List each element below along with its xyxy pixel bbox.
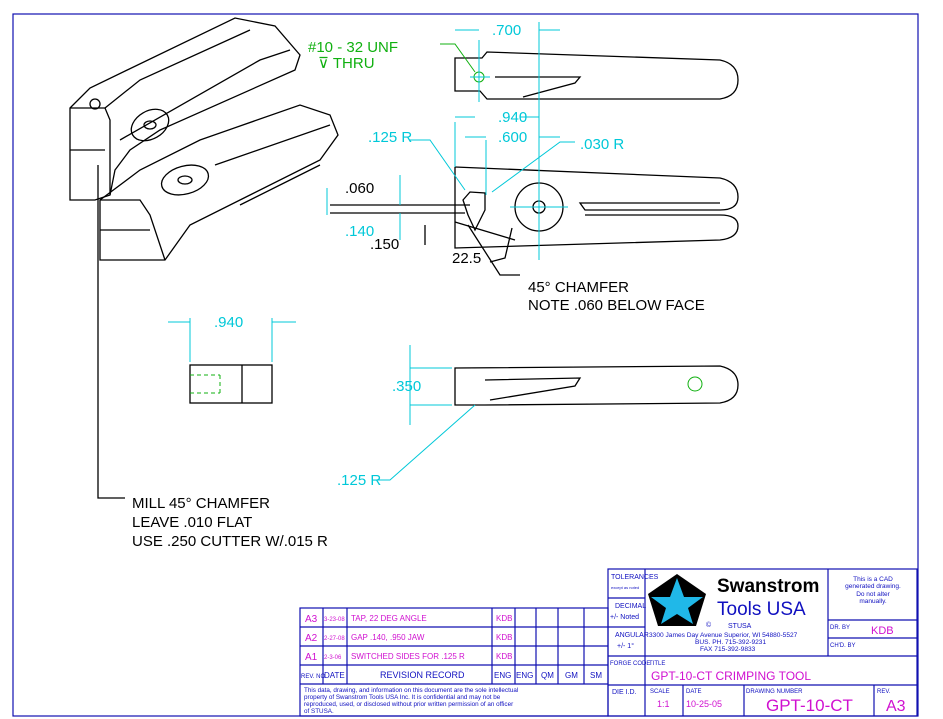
- drawing-title: GPT-10-CT CRIMPING TOOL: [651, 669, 811, 683]
- notice-line: This data, drawing, and information on t…: [304, 687, 518, 694]
- header-eng1: ENG: [494, 671, 511, 680]
- radius-125-top: .125 R: [368, 129, 412, 146]
- radius-030: .030 R: [580, 136, 624, 153]
- dim-060: .060: [345, 180, 374, 197]
- copyright-symbol: ©: [706, 621, 712, 629]
- drawing-number: GPT-10-CT: [766, 696, 853, 715]
- rev-record: TAP, 22 DEG ANGLE: [351, 614, 427, 623]
- title-block: TOLERANCES except as noted DECIMAL +/- N…: [607, 568, 918, 717]
- dim-140: .140: [345, 223, 374, 240]
- angle-22-5: 22.5: [452, 250, 481, 267]
- company-abbrev: STUSA: [728, 623, 752, 630]
- header-qm: QM: [541, 671, 554, 680]
- forge-code-label: FORGE CODE: [610, 661, 650, 667]
- top-view: #10 - 32 UNF ⊽ THRU .700: [308, 22, 739, 102]
- thru-callout: ⊽ THRU: [318, 55, 375, 72]
- cad-note-line: manually.: [859, 598, 887, 605]
- header-rev: REV. NO: [301, 674, 325, 680]
- rev-label: REV.: [877, 689, 891, 695]
- rev-eng: KDB: [496, 633, 512, 642]
- cad-note-line: Do not alter: [856, 591, 890, 598]
- rev-value: A3: [886, 698, 906, 715]
- cad-note: This is a CAD generated drawing. Do not …: [845, 576, 901, 605]
- chamfer-note-2: NOTE .060 BELOW FACE: [528, 297, 705, 314]
- notice-line: reproduced, used, or disclosed without p…: [304, 701, 513, 708]
- mill-note-2: LEAVE .010 FLAT: [132, 514, 252, 531]
- revision-row: A1 2-3-06 SWITCHED SIDES FOR .125 R KDB: [305, 652, 512, 663]
- decimal-label: DECIMAL: [615, 603, 646, 610]
- company-name-1: Swanstrom: [717, 576, 819, 597]
- angular-value: +/- 1°: [617, 642, 634, 650]
- rev-eng: KDB: [496, 652, 512, 661]
- checked-by-label: CH'D. BY: [830, 643, 855, 649]
- date-label: DATE: [686, 689, 702, 695]
- revision-header: REV. NO DATE REVISION RECORD ENG ENG QM …: [301, 670, 602, 680]
- drawn-by-label: DR. BY: [830, 625, 850, 631]
- scale-value: 1:1: [657, 699, 670, 709]
- rev-no: A2: [305, 633, 318, 644]
- dim-940-top: .940: [498, 109, 527, 126]
- mill-note-1: MILL 45° CHAMFER: [132, 495, 270, 512]
- dim-600: .600: [498, 129, 527, 146]
- radius-125-bottom: .125 R: [337, 472, 381, 489]
- rev-eng: KDB: [496, 614, 512, 623]
- drawing-number-label: DRAWING NUMBER: [746, 689, 803, 695]
- company-logo: [648, 574, 706, 626]
- angular-label: ANGULAR: [615, 632, 649, 639]
- tolerances-label: TOLERANCES: [611, 574, 659, 581]
- rev-record: SWITCHED SIDES FOR .125 R: [351, 652, 465, 661]
- rev-record: GAP .140, .950 JAW: [351, 633, 425, 642]
- rev-no: A3: [305, 614, 318, 625]
- rev-date: 3-23-08: [324, 617, 345, 623]
- revision-table: A3 3-23-08 TAP, 22 DEG ANGLE KDB A2 2-27…: [299, 607, 609, 717]
- notice-line: of STUSA.: [304, 708, 334, 715]
- dim-350: .350: [392, 378, 421, 395]
- die-id-label: DIE I.D.: [612, 689, 637, 696]
- tolerances-sub: except as noted: [611, 585, 639, 590]
- tap-callout: #10 - 32 UNF: [308, 39, 398, 56]
- cad-note-line: generated drawing.: [845, 583, 901, 590]
- rev-date: 2-27-08: [324, 636, 345, 642]
- header-date: DATE: [324, 671, 345, 680]
- dim-700: .700: [492, 22, 521, 39]
- dim-940-end: .940: [214, 314, 243, 331]
- dim-150: .150: [370, 236, 399, 253]
- side-view: .940 .600 .125 R .030 R .060 .140 .150 2…: [326, 22, 739, 314]
- header-gm: GM: [565, 671, 578, 680]
- confidentiality-notice: This data, drawing, and information on t…: [304, 687, 518, 715]
- date-value: 10-25-05: [686, 699, 722, 709]
- end-view: .940: [168, 314, 296, 404]
- header-sm: SM: [590, 671, 602, 680]
- revision-row: A2 2-27-08 GAP .140, .950 JAW KDB: [305, 633, 512, 644]
- company-fax: FAX 715-392-9833: [700, 646, 756, 653]
- mill-note-leader: [97, 165, 125, 499]
- cad-note-line: This is a CAD: [853, 576, 893, 583]
- title-label: TITLE: [649, 661, 665, 667]
- header-eng2: ENG: [516, 671, 533, 680]
- isometric-view: [69, 17, 339, 261]
- rev-date: 2-3-06: [324, 655, 342, 661]
- company-address: 3300 James Day Avenue Superior, WI 54880…: [649, 632, 798, 639]
- header-record: REVISION RECORD: [380, 670, 465, 680]
- chamfer-note-1: 45° CHAMFER: [528, 279, 629, 296]
- company-phone: BUS. PH. 715-392-9231: [695, 639, 766, 646]
- mill-note-3: USE .250 CUTTER W/.015 R: [132, 533, 328, 550]
- rev-no: A1: [305, 652, 318, 663]
- notice-line: property of Swanstrom Tools USA Inc. It …: [304, 694, 501, 701]
- revision-row: A3 3-23-08 TAP, 22 DEG ANGLE KDB: [305, 614, 512, 625]
- scale-label: SCALE: [650, 689, 670, 695]
- drawn-by: KDB: [871, 625, 894, 637]
- bottom-view: .350 .125 R: [337, 345, 739, 489]
- decimal-value: +/- Noted: [610, 614, 639, 621]
- company-name-2: Tools USA: [717, 599, 806, 620]
